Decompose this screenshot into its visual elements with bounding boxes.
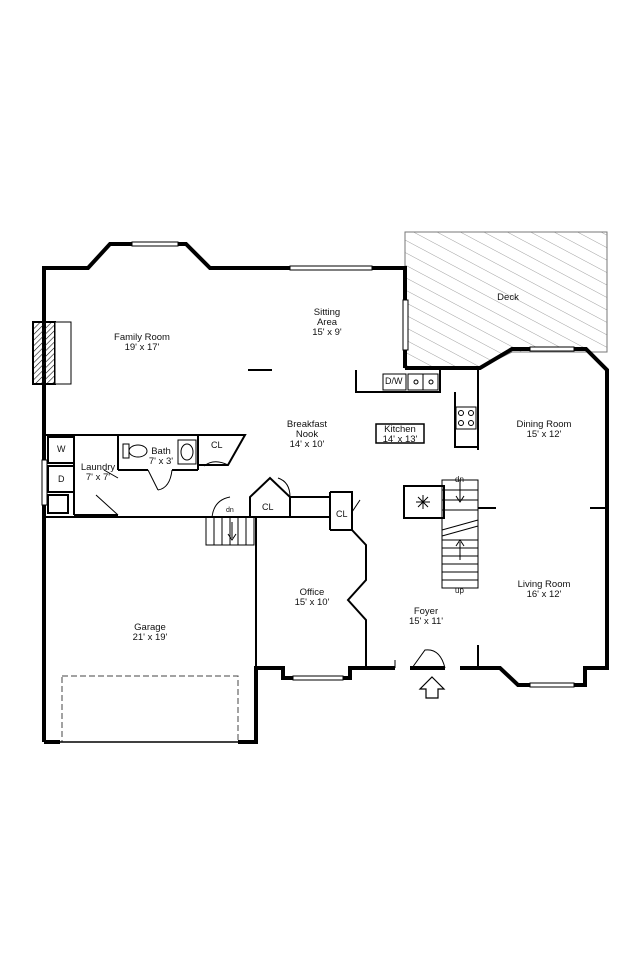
dining-room-size: 15' x 12'	[526, 429, 562, 440]
garage-name: Garage	[134, 622, 166, 633]
kitchen-size: 14' x 13'	[382, 434, 418, 445]
bath-name: Bath	[151, 446, 171, 457]
living-room-size: 16' x 12'	[526, 589, 562, 600]
family-room-name: Family Room	[114, 332, 170, 343]
windows	[41, 241, 575, 688]
kitchen-name: Kitchen	[384, 424, 416, 435]
kitchen-label: Kitchen 14' x 13'	[376, 425, 424, 445]
office-name: Office	[299, 587, 325, 598]
closet-label-office: CL	[336, 509, 348, 519]
sitting-area-name: Sitting	[313, 307, 341, 318]
stairs	[205, 479, 479, 589]
dining-room-name: Dining Room	[516, 419, 572, 430]
dining-room-label: Dining Room 15' x 12'	[508, 420, 580, 440]
fan-icon	[416, 495, 430, 509]
laundry-name: Laundry	[80, 462, 116, 473]
doors	[95, 461, 446, 669]
kitchen-fixtures	[375, 373, 477, 444]
stairs-up-label: up	[455, 586, 464, 595]
closet-label-garage: CL	[262, 502, 274, 512]
sitting-area-size: 15' x 9'	[312, 327, 342, 338]
family-room-label: Family Room 19' x 17'	[106, 333, 178, 353]
closet-label-bath: CL	[211, 440, 223, 450]
living-room-label: Living Room 16' x 12'	[508, 580, 580, 600]
washer-label: W	[57, 444, 66, 454]
office-size: 15' x 10'	[294, 597, 330, 608]
foyer-label: Foyer 15' x 11'	[398, 607, 454, 627]
breakfast-nook-size: 14' x 10'	[289, 439, 325, 450]
family-room-size: 19' x 17'	[124, 342, 160, 353]
breakfast-nook-name: Breakfast	[286, 419, 328, 430]
stairs-down-label: dn	[455, 475, 464, 484]
garage-size: 21' x 19'	[132, 632, 168, 643]
entry-arrow-icon	[418, 676, 446, 699]
interior-walls	[46, 369, 607, 668]
bath-size: 7' x 3'	[148, 456, 174, 467]
sitting-area-name-2: Area	[316, 317, 338, 328]
foyer-name: Foyer	[413, 606, 439, 617]
sitting-area-label: Sitting Area 15' x 9'	[296, 308, 358, 338]
breakfast-nook-name-2: Nook	[295, 429, 319, 440]
laundry-label: Laundry 7' x 7'	[76, 463, 120, 483]
dryer-label: D	[58, 474, 65, 484]
garage-label: Garage 21' x 19'	[122, 623, 178, 643]
foyer-size: 15' x 11'	[408, 616, 444, 627]
garage-stairs-down-label: dn	[226, 507, 234, 514]
dishwasher-label: D/W	[385, 376, 403, 386]
bath-label: Bath 7' x 3'	[144, 447, 178, 467]
bath-fixtures	[122, 439, 197, 465]
deck-label: Deck	[488, 293, 528, 303]
deck-name: Deck	[497, 292, 519, 303]
office-label: Office 15' x 10'	[284, 588, 340, 608]
fireplace	[32, 321, 72, 385]
breakfast-nook-label: Breakfast Nook 14' x 10'	[276, 420, 338, 450]
living-room-name: Living Room	[517, 579, 571, 590]
laundry-size: 7' x 7'	[85, 472, 111, 483]
garage-door	[61, 675, 239, 743]
